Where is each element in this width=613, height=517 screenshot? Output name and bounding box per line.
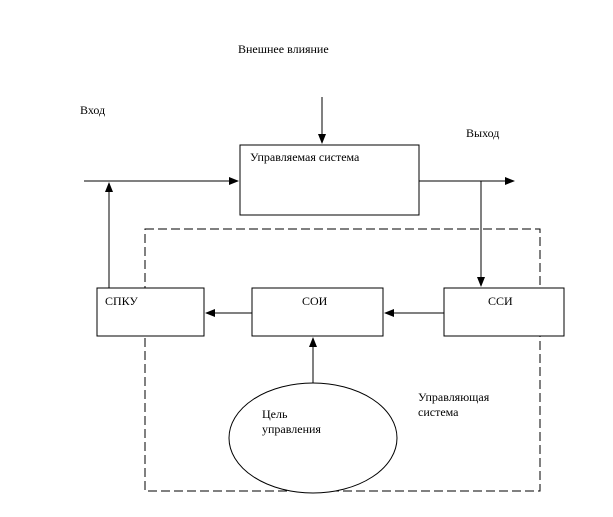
input-label: Вход — [80, 103, 106, 117]
controlled-system-block — [239, 144, 420, 216]
ssi-label: ССИ — [488, 294, 513, 308]
goal-label-line2: управления — [262, 422, 321, 436]
external-influence-label: Внешнее влияние — [238, 42, 329, 56]
soi-label: СОИ — [302, 294, 328, 308]
goal-label-line1: Цель — [262, 407, 288, 421]
spku-label: СПКУ — [105, 294, 138, 308]
output-label: Выход — [466, 126, 500, 140]
control-system-boundary — [144, 228, 541, 492]
soi-block — [251, 287, 384, 337]
spku-block — [96, 287, 205, 337]
controlled-system-label: Управляемая система — [250, 150, 360, 164]
control-system-label-line1: Управляющая — [418, 390, 490, 404]
ssi-block — [443, 287, 565, 337]
control-system-label-line2: система — [418, 405, 459, 419]
goal-ellipse — [228, 382, 398, 494]
